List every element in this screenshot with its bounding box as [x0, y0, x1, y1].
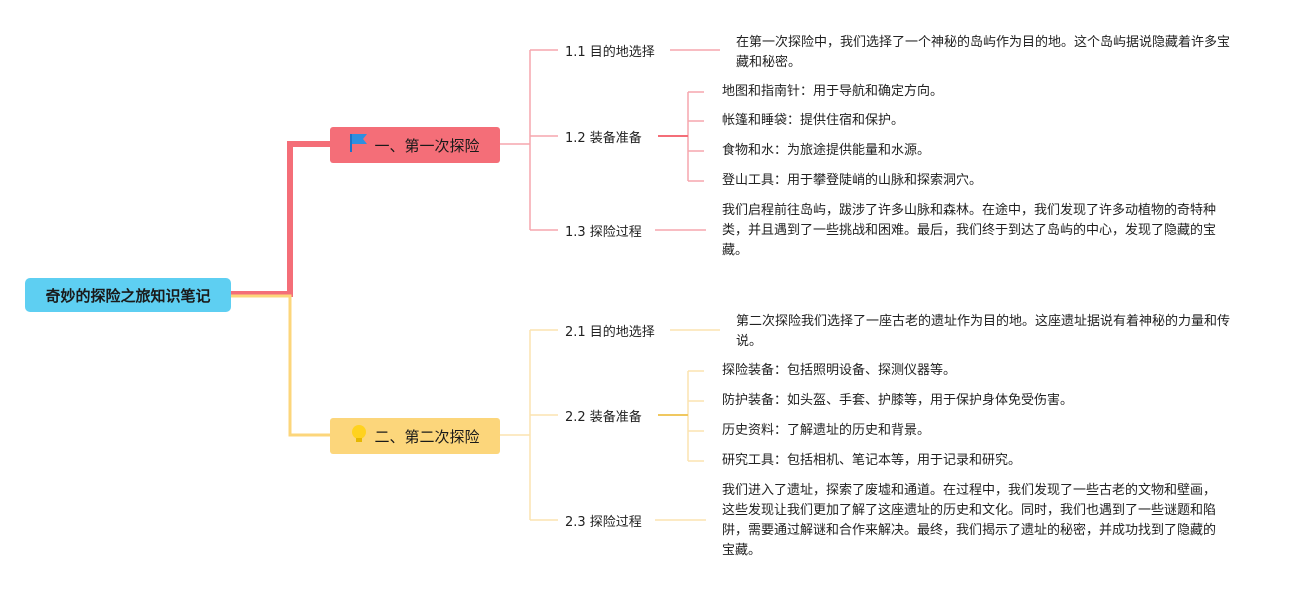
subtopic-2-1[interactable]: 2.1 目的地选择 [565, 325, 655, 340]
text-2-1: 第二次探险我们选择了一座古老的遗址作为目的地。这座遗址据说有着神秘的力量和传说。 [736, 314, 1231, 349]
flag-icon [350, 133, 368, 157]
item-2-2-3: 历史资料：了解遗址的历史和背景。 [722, 423, 931, 438]
branch-label: 一、第一次探险 [374, 136, 480, 155]
text-1-1: 在第一次探险中，我们选择了一个神秘的岛屿作为目的地。这个岛屿据说隐藏着许多宝藏和… [736, 35, 1231, 70]
link-root-branch2 [231, 294, 330, 437]
branch-label: 二、第二次探险 [374, 427, 480, 446]
subtopic-1-1[interactable]: 1.1 目的地选择 [565, 45, 655, 60]
link-root-branch1 [231, 141, 330, 297]
item-2-2-2: 防护装备：如头盔、手套、护膝等，用于保护身体免受伤害。 [722, 393, 1074, 408]
item-2-2-4: 研究工具：包括相机、笔记本等，用于记录和研究。 [722, 453, 1022, 468]
subtopic-2-2[interactable]: 2.2 装备准备 [565, 410, 642, 425]
branch-first-expedition[interactable]: 一、第一次探险 [330, 127, 500, 163]
subtopic-1-2[interactable]: 1.2 装备准备 [565, 131, 642, 146]
branch-second-expedition[interactable]: 二、第二次探险 [330, 418, 500, 454]
lightbulb-icon [350, 424, 368, 448]
root-topic-label: 奇妙的探险之旅知识笔记 [45, 286, 211, 305]
item-1-2-1: 地图和指南针：用于导航和确定方向。 [722, 84, 944, 99]
item-2-2-1: 探险装备：包括照明设备、探测仪器等。 [722, 363, 957, 378]
root-topic[interactable]: 奇妙的探险之旅知识笔记 [25, 278, 231, 312]
item-1-2-4: 登山工具：用于攀登陡峭的山脉和探索洞穴。 [722, 173, 983, 188]
text-2-3: 我们进入了遗址，探索了废墟和通道。在过程中，我们发现了一些古老的文物和壁画，这些… [722, 483, 1217, 558]
text-1-3: 我们启程前往岛屿，跋涉了许多山脉和森林。在途中，我们发现了许多动植物的奇特种类，… [722, 203, 1217, 258]
link-branch2-subs [500, 329, 558, 521]
subtopic-2-3[interactable]: 2.3 探险过程 [565, 515, 642, 530]
subtopic-1-3[interactable]: 1.3 探险过程 [565, 225, 642, 240]
item-1-2-2: 帐篷和睡袋：提供住宿和保护。 [722, 113, 905, 128]
item-1-2-3: 食物和水：为旅途提供能量和水源。 [722, 143, 931, 158]
link-branch1-subs [500, 49, 558, 231]
link-sub22-items [687, 370, 704, 462]
